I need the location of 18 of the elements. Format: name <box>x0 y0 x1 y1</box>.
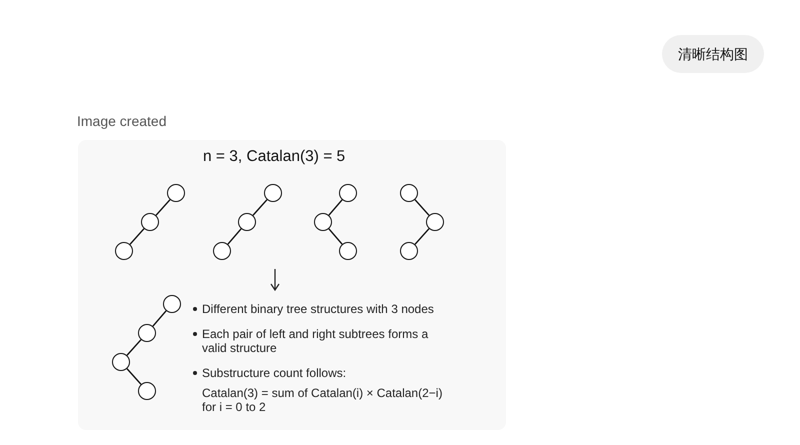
bullet-item: Each pair of left and right subtrees forms a valid structure <box>192 327 452 355</box>
tree-edge <box>328 228 343 245</box>
tree-edge <box>328 199 343 216</box>
formula-text: Catalan(3) = sum of Catalan(i) × Catalan(2−i) for i = 0 to 2 <box>202 386 444 414</box>
bullet-item: Different binary tree structures with 3 nodes <box>192 302 452 316</box>
tree-edge <box>152 310 167 327</box>
tree-edge <box>155 199 171 216</box>
chat-bubble: 清晰结构图 <box>662 35 764 73</box>
bullet-item: Substructure count follows: <box>192 366 452 380</box>
tree-edge <box>126 368 142 385</box>
tree-edge <box>126 339 142 356</box>
tree-edge <box>414 228 430 245</box>
tree-edge <box>414 199 430 216</box>
tree-edge <box>227 228 242 245</box>
diagram-title: n = 3, Catalan(3) = 5 <box>203 148 346 166</box>
tree-edge <box>252 199 268 216</box>
tree-edge <box>129 228 145 245</box>
status-text: Image created <box>77 113 166 129</box>
